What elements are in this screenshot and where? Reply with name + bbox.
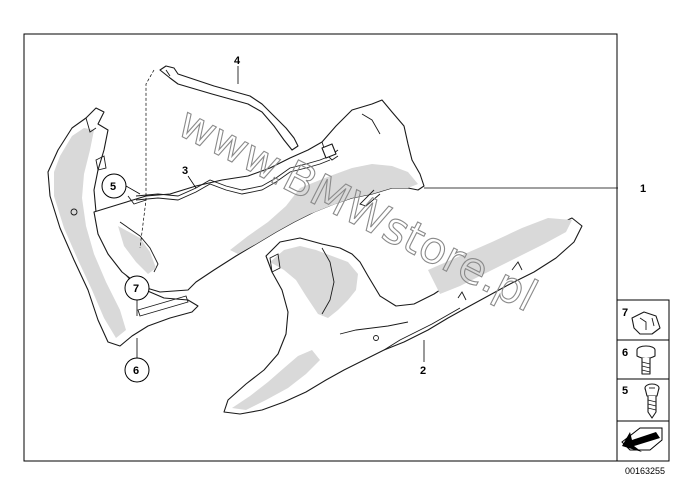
legend-label-5: 5 (622, 385, 628, 397)
lower-fairing-part-2 (223, 217, 583, 415)
callout-5-circle (101, 173, 127, 199)
callout-4: 4 (234, 55, 241, 67)
callout-3: 3 (182, 165, 188, 177)
diagram-number: 00163255 (625, 466, 665, 476)
callout-7-circle (124, 275, 150, 301)
callout-2: 2 (420, 365, 426, 377)
callout-7: 7 (133, 283, 139, 295)
cable-part-3 (135, 143, 339, 201)
callout-5: 5 (110, 181, 116, 193)
bolt-icon (636, 345, 656, 375)
callout-6: 6 (133, 365, 139, 377)
orientation-arrow-icon (621, 427, 663, 452)
callout-1: 1 (640, 183, 646, 195)
fairing-upper-part (93, 99, 425, 317)
bracket-part-4 (159, 65, 299, 151)
legend-label-7: 7 (622, 307, 628, 319)
diagram-frame (23, 33, 618, 462)
screw-icon (644, 383, 660, 419)
callout-6-circle (124, 357, 150, 383)
legend-label-6: 6 (622, 347, 628, 359)
speed-nut-icon (631, 311, 661, 335)
attachment-dashline (139, 69, 155, 249)
legend-frame (616, 299, 670, 462)
